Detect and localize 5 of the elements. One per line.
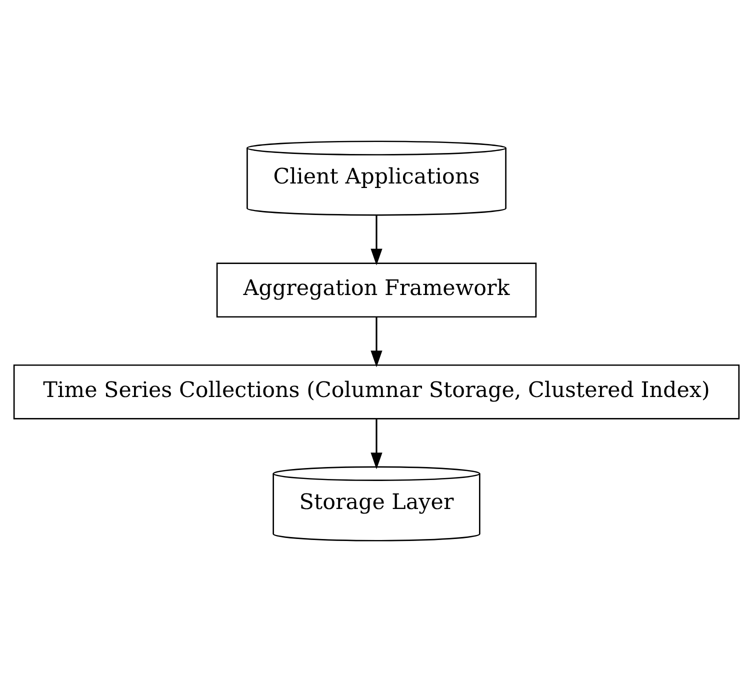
arrow [370,316,382,368]
node-box: Time Series Collections (Columnar Storage, Clustered Index) [13,364,740,420]
arrow [370,419,382,470]
arrow [370,215,382,266]
node-box: Aggregation Framework [216,262,537,318]
